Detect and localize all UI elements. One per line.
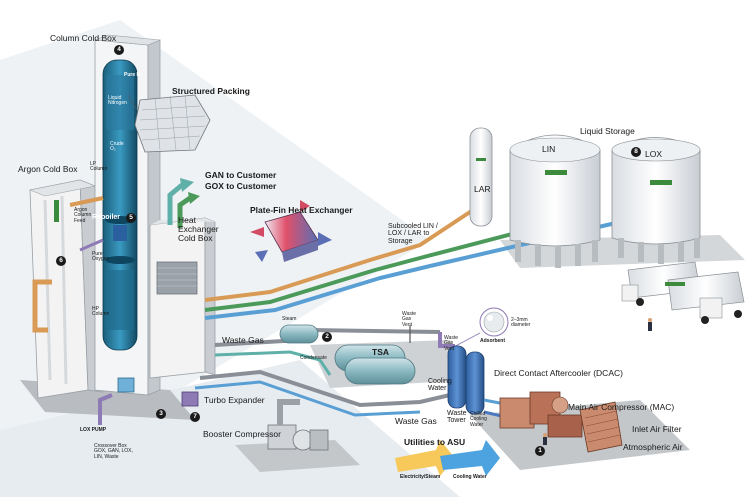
tanker-trucks [621,261,745,324]
label-argon-column-feed: Argon Column Feed [74,207,92,224]
lox-pipe [204,230,521,312]
lin-tank [509,134,601,247]
label-gox-to-customer: GOX to Customer [205,181,277,191]
booster-compressor [267,399,329,451]
label-dcac: Direct Contact Aftercooler (DCAC) [494,368,623,378]
label-subcooled-to-storage: Subcooled LIN / LOX / LAR to Storage [388,223,438,245]
label-cooling-water: Cooling Water [428,378,452,393]
main-air-compressor [499,391,583,438]
marker-4: 4 [114,45,124,55]
marker-7: 7 [190,412,200,422]
label-column-cold-box: Column Cold Box [50,33,117,43]
label-crude-o2: Crude O₂ [110,141,124,153]
electricity-arrow [395,440,455,476]
label-lp-column: LP Column [90,161,108,173]
label-steam: Steam [282,316,297,322]
label-atmospheric-air: Atmospheric Air [623,442,683,452]
marker-3: 3 [156,409,166,419]
dcac-tower [465,351,485,415]
label-booster-compressor: Booster Compressor [203,429,281,439]
label-heat-exchanger-cold-box: Heat Exchanger Cold Box [178,215,219,243]
label-main-air-compressor: Main Air Compressor (MAC) [568,402,675,412]
label-hp-column: HP Column [92,306,110,318]
label-pure-oxygen: Pure Oxygen [92,251,110,263]
marker-8: 8 [631,147,641,157]
label-crossover-box: Crossover Box GOX, GAN, LOX, LIN, Waste [94,443,133,460]
label-cooling-water-arrow: Cooling Water [453,474,487,480]
label-waste-tower: Waste Tower [447,410,467,425]
label-plate-fin-heat-exchanger: Plate-Fin Heat Exchanger [250,205,353,215]
label-gan-to-customer: GAN to Customer [205,170,277,180]
marker-1: 1 [535,446,545,456]
label-waste-gas-vent-2: Waste Gas Vent [444,335,458,352]
label-waste-gas-bottom: Waste Gas [395,416,437,426]
label-lox: LOX [645,149,663,159]
lox-pump [117,377,135,393]
booster-pad [235,440,360,472]
lar-tank [469,127,493,227]
tsa-vessel-2 [344,357,416,385]
cooling-water-arrow [440,440,500,476]
label-lin: LIN [542,144,556,154]
label-waste-gas-top: Waste Gas [222,335,264,345]
label-chilled-cooling-water: Chilled Cooling Water [470,411,487,428]
label-liquid-storage: Liquid Storage [580,126,635,136]
inlet-air-filter [579,401,623,453]
label-condensate: Condensate [300,355,327,361]
label-argon-cold-box: Argon Cold Box [18,164,78,174]
label-waste-gas-vent-1: Waste Gas Vent [402,311,416,328]
label-inlet-air-filter: Inlet Air Filter [632,424,682,434]
marker-2: 2 [322,332,332,342]
waste-tower [447,345,467,409]
marker-6: 6 [56,256,66,266]
label-lox-pump: LOX PUMP [80,427,107,433]
turbo-expander [181,391,199,407]
label-tsa: TSA [372,347,389,357]
steam-heater [279,324,319,344]
label-turbo-expander: Turbo Expander [204,395,265,405]
label-pure-n2: Pure N₂ [124,72,143,78]
label-electricity-steam: Electricity/Steam [400,474,441,480]
label-reboiler: Reboiler [92,214,121,221]
label-lar: LAR [474,184,491,194]
label-utilities-to-asu: Utilities to ASU [404,437,466,447]
label-adsorbent: Adsorbent [480,338,505,344]
label-adsorbent-size: 2–3mm diameter [511,317,531,329]
label-liquid-nitrogen: Liquid Nitrogen [108,95,127,107]
marker-5: 5 [126,213,136,223]
label-structured-packing: Structured Packing [172,86,250,96]
lin-pipe [204,220,621,320]
